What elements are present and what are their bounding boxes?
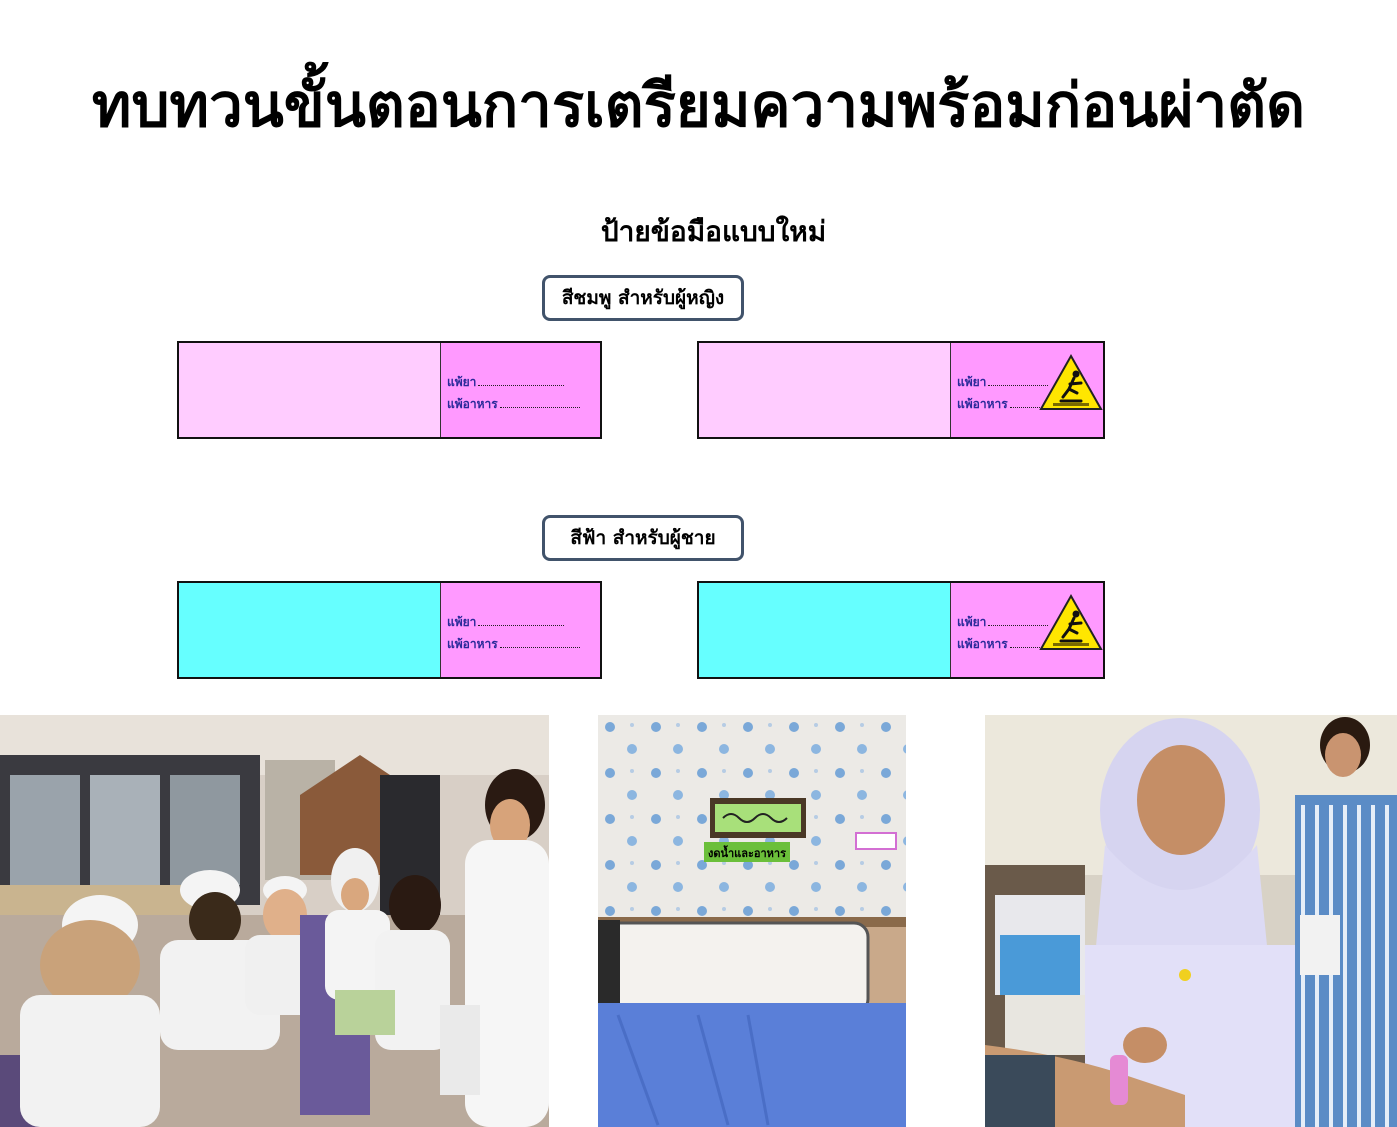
pink-wristband-standard: แพ้ยา แพ้อาหาร — [177, 341, 602, 439]
blue-wristband-standard: แพ้ยา แพ้อาหาร — [177, 581, 602, 679]
wristband-name-area — [179, 343, 441, 437]
drug-allergy-line: แพ้ยา — [957, 613, 1049, 632]
wristband-info-area: แพ้ยา แพ้อาหาร — [951, 343, 1103, 437]
blue-wristband-label: สีฟ้า สำหรับผู้ชาย — [542, 515, 744, 561]
food-allergy-line: แพ้อาหาร — [447, 395, 580, 414]
photo-nurse-applying-wristband — [985, 715, 1397, 1127]
page-title: ทบทวนขั้นตอนการเตรียมความพร้อมก่อนผ่าตัด — [91, 71, 1306, 141]
page-subtitle: ป้ายข้อมือแบบใหม่ — [600, 215, 827, 248]
wristband-info-area: แพ้ยา แพ้อาหาร — [951, 583, 1103, 677]
drug-allergy-line: แพ้ยา — [447, 373, 565, 392]
wristband-name-area — [699, 343, 951, 437]
photo-bedside-sign: งดน้ำและอาหาร — [598, 715, 906, 1127]
photo-nurse-station — [0, 715, 549, 1127]
fall-risk-warning-icon — [1039, 593, 1103, 650]
food-allergy-line: แพ้อาหาร — [957, 635, 1050, 654]
wristband-name-area — [699, 583, 951, 677]
food-allergy-line: แพ้อาหาร — [957, 395, 1050, 414]
blue-wristband-fall-risk: แพ้ยา แพ้อาหาร — [697, 581, 1105, 679]
nil-by-mouth-sign-text: งดน้ำและอาหาร — [708, 845, 786, 860]
drug-allergy-line: แพ้ยา — [447, 613, 565, 632]
fall-risk-warning-icon — [1039, 353, 1103, 410]
pink-wristband-label: สีชมพู สำหรับผู้หญิง — [542, 275, 744, 321]
wristband-name-area — [179, 583, 441, 677]
food-allergy-line: แพ้อาหาร — [447, 635, 580, 654]
drug-allergy-line: แพ้ยา — [957, 373, 1049, 392]
wristband-info-area: แพ้ยา แพ้อาหาร — [441, 343, 600, 437]
pink-wristband-fall-risk: แพ้ยา แพ้อาหาร — [697, 341, 1105, 439]
wristband-info-area: แพ้ยา แพ้อาหาร — [441, 583, 600, 677]
